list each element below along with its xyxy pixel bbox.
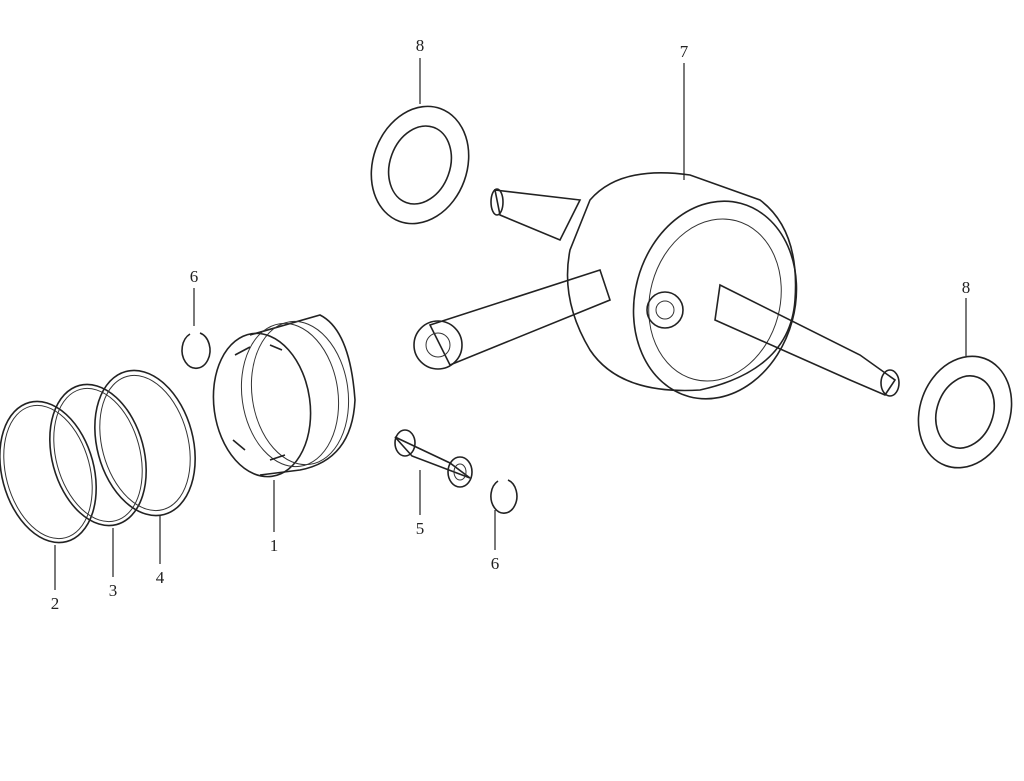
- svg-text:8: 8: [416, 36, 425, 55]
- crankshaft: 7: [413, 42, 900, 400]
- svg-text:5: 5: [416, 519, 425, 538]
- piston: 1: [212, 314, 356, 555]
- piston-pin: 5: [394, 429, 473, 538]
- svg-text:3: 3: [109, 581, 118, 600]
- svg-text:6: 6: [190, 267, 199, 286]
- circlip-bottom: 6: [490, 479, 518, 573]
- svg-text:6: 6: [491, 554, 500, 573]
- svg-text:7: 7: [680, 42, 689, 61]
- circlip-top: 6: [181, 267, 211, 370]
- svg-text:1: 1: [270, 536, 279, 555]
- svg-text:8: 8: [962, 278, 971, 297]
- svg-text:2: 2: [51, 594, 60, 613]
- ring-top: 2: [0, 400, 97, 613]
- ring-oil: 4: [94, 369, 196, 587]
- thrust-washer-right: 8: [917, 278, 1013, 469]
- svg-text:4: 4: [156, 568, 165, 587]
- ring-second: 3: [49, 383, 147, 600]
- thrust-washer-top: 8: [370, 36, 470, 225]
